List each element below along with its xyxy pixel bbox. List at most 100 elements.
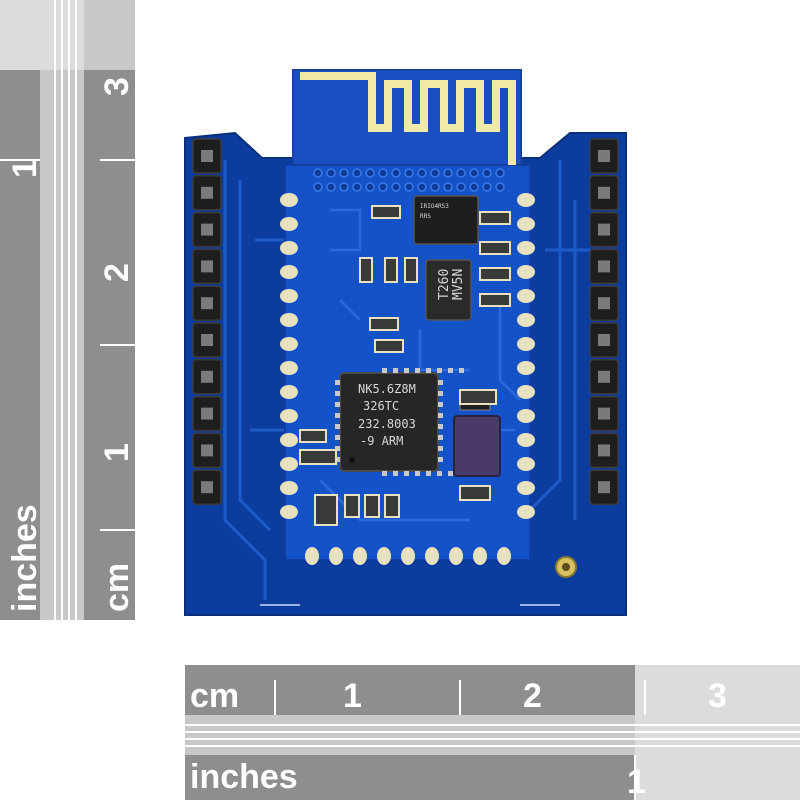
header-pin <box>598 186 610 199</box>
smd-passive <box>459 485 491 501</box>
castellated-pad <box>280 265 298 279</box>
header-pin <box>598 297 610 310</box>
castellated-pad <box>517 457 535 471</box>
soc-pin <box>426 368 431 373</box>
soc-pin <box>393 368 398 373</box>
inductor <box>453 415 501 477</box>
bottom-unit-inches: inches <box>190 758 298 796</box>
smd-passive <box>299 429 327 443</box>
soc-pin <box>426 471 431 476</box>
header-pin <box>201 334 213 346</box>
left-unit-cm: cm <box>98 563 136 612</box>
castellated-pad <box>401 547 415 565</box>
soc-pin <box>437 368 442 373</box>
via <box>430 182 440 192</box>
via <box>482 182 492 192</box>
smd-passive <box>359 257 373 283</box>
soc-pin <box>335 391 340 396</box>
smd-passive <box>384 494 400 518</box>
via <box>339 168 349 178</box>
header-pin <box>598 150 610 162</box>
left-cm-tick-3: 3 <box>98 77 136 96</box>
main-soc-chip <box>339 372 439 472</box>
smd-passive <box>314 494 338 526</box>
soc-pin <box>335 424 340 429</box>
via <box>352 182 362 192</box>
castellated-pad <box>280 241 298 255</box>
left-inch-tick-1: 1 <box>6 159 44 178</box>
via <box>443 168 453 178</box>
via <box>456 168 466 178</box>
soc-pin <box>459 368 464 373</box>
smd-passive <box>479 293 511 307</box>
via <box>365 182 375 192</box>
soc-pin <box>437 471 442 476</box>
via <box>339 182 349 192</box>
left-header-pins <box>192 138 222 505</box>
castellated-pad <box>425 547 439 565</box>
via <box>378 168 388 178</box>
via <box>326 168 336 178</box>
antenna-trace <box>300 72 516 165</box>
soc-pin <box>404 368 409 373</box>
bottom-inch-tick-1: 1 <box>627 763 646 800</box>
header-pin <box>598 407 610 420</box>
castellated-pad <box>517 481 535 495</box>
castellated-pad <box>517 313 535 327</box>
via <box>391 182 401 192</box>
castellated-pad <box>353 547 367 565</box>
smd-passive <box>479 241 511 255</box>
castellated-pad <box>280 433 298 447</box>
header-pin <box>201 186 213 199</box>
soc-pin <box>335 413 340 418</box>
left-cm-tick-2: 2 <box>98 263 136 282</box>
castellated-pad <box>517 265 535 279</box>
via <box>326 182 336 192</box>
bottom-ruler: cm 1 2 3 inches 1 <box>185 665 800 800</box>
components: IRIO4RS3 RRS T260 MV5N NK5.6Z8M 326TC 23… <box>299 195 511 526</box>
header-pin <box>598 334 610 346</box>
soc-pin <box>335 446 340 451</box>
castellated-pad <box>280 409 298 423</box>
via <box>378 182 388 192</box>
smd-passive <box>374 339 404 353</box>
castellated-pad <box>517 385 535 399</box>
soc-pin <box>438 391 443 396</box>
smd-passive <box>364 494 380 518</box>
castellated-pad <box>449 547 463 565</box>
bottom-unit-cm: cm <box>190 677 239 715</box>
soc-pin <box>438 402 443 407</box>
castellated-pad <box>473 547 487 565</box>
castellated-pad <box>280 481 298 495</box>
soc-pin <box>415 471 420 476</box>
soc-pin <box>438 380 443 385</box>
soc-pin <box>335 380 340 385</box>
smd-passive <box>404 257 418 283</box>
via <box>365 168 375 178</box>
soc-pin <box>335 457 340 462</box>
via <box>391 168 401 178</box>
castellated-pad <box>280 193 298 207</box>
castellated-pad <box>280 217 298 231</box>
castellated-pad <box>280 337 298 351</box>
castellated-pad <box>517 505 535 519</box>
smd-passive <box>459 389 497 405</box>
soc-pin <box>448 471 453 476</box>
via <box>482 168 492 178</box>
castellated-pad <box>517 433 535 447</box>
via <box>443 182 453 192</box>
via <box>313 182 323 192</box>
soc-pin <box>393 471 398 476</box>
castellated-pad <box>377 547 391 565</box>
smd-passive <box>369 317 399 331</box>
castellated-pad <box>517 361 535 375</box>
via <box>352 168 362 178</box>
castellated-pad <box>517 289 535 303</box>
via <box>495 182 505 192</box>
bottom-cm-tick-2: 2 <box>523 677 542 715</box>
left-unit-inches: inches <box>6 504 44 612</box>
via <box>469 182 479 192</box>
castellated-pad <box>305 547 319 565</box>
bottom-cm-tick-3: 3 <box>708 677 727 715</box>
soc-pin <box>335 435 340 440</box>
